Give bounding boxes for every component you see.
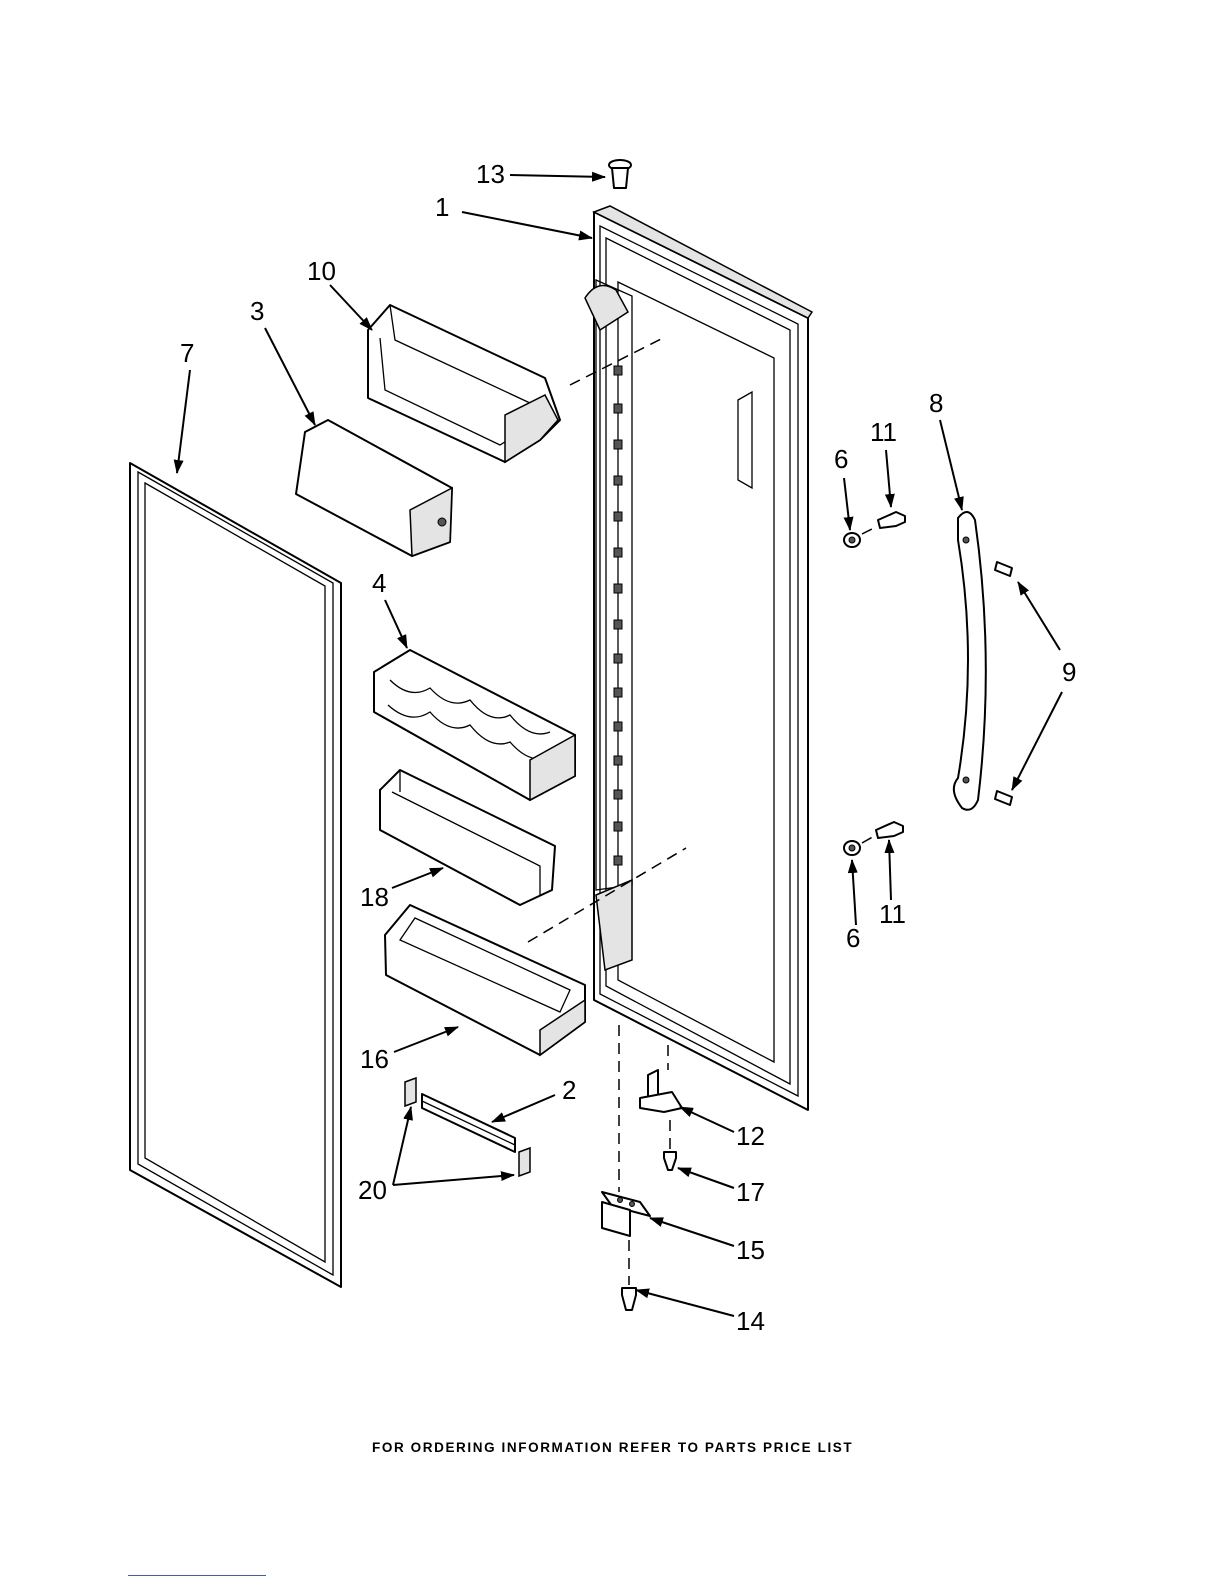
- handle-spacers: [844, 533, 860, 855]
- hinge-screw: [664, 1152, 676, 1170]
- door-bin-large: [385, 905, 585, 1055]
- callout-11-top: 11: [870, 417, 897, 447]
- callout-14: 14: [736, 1306, 765, 1336]
- callout-10: 10: [307, 256, 336, 286]
- dairy-door: [296, 420, 452, 556]
- callout-3: 3: [250, 296, 264, 326]
- callout-6-top: 6: [834, 444, 848, 474]
- callout-9: 9: [1062, 657, 1076, 687]
- hinge-pin: [640, 1070, 682, 1112]
- handle-screws: [995, 562, 1012, 805]
- callout-8: 8: [929, 388, 943, 418]
- door-gasket: [130, 463, 341, 1287]
- callout-12: 12: [736, 1121, 765, 1151]
- ordering-info-footer: FOR ORDERING INFORMATION REFER TO PARTS …: [372, 1440, 853, 1455]
- lower-hinge: [602, 1192, 650, 1236]
- handle-bolts: [862, 512, 905, 843]
- callout-11-bottom: 11: [879, 899, 906, 929]
- callout-2: 2: [562, 1075, 576, 1105]
- callout-7: 7: [180, 338, 194, 368]
- bottom-rule: [128, 1575, 266, 1576]
- callout-4: 4: [372, 568, 386, 598]
- door-handle: [954, 512, 986, 810]
- hinge-mounting-screw: [622, 1288, 636, 1310]
- callout-15: 15: [736, 1235, 765, 1265]
- callout-20: 20: [358, 1175, 387, 1205]
- callout-17: 17: [736, 1177, 765, 1207]
- callout-18: 18: [360, 882, 389, 912]
- door-liner: [585, 206, 812, 1110]
- trim-strip: [422, 1094, 515, 1152]
- callout-6-bottom: 6: [846, 923, 860, 953]
- callout-1: 1: [435, 192, 449, 222]
- dairy-compartment: [368, 305, 560, 462]
- hinge-bushing: [609, 160, 631, 188]
- callout-13: 13: [476, 159, 505, 189]
- callout-16: 16: [360, 1044, 389, 1074]
